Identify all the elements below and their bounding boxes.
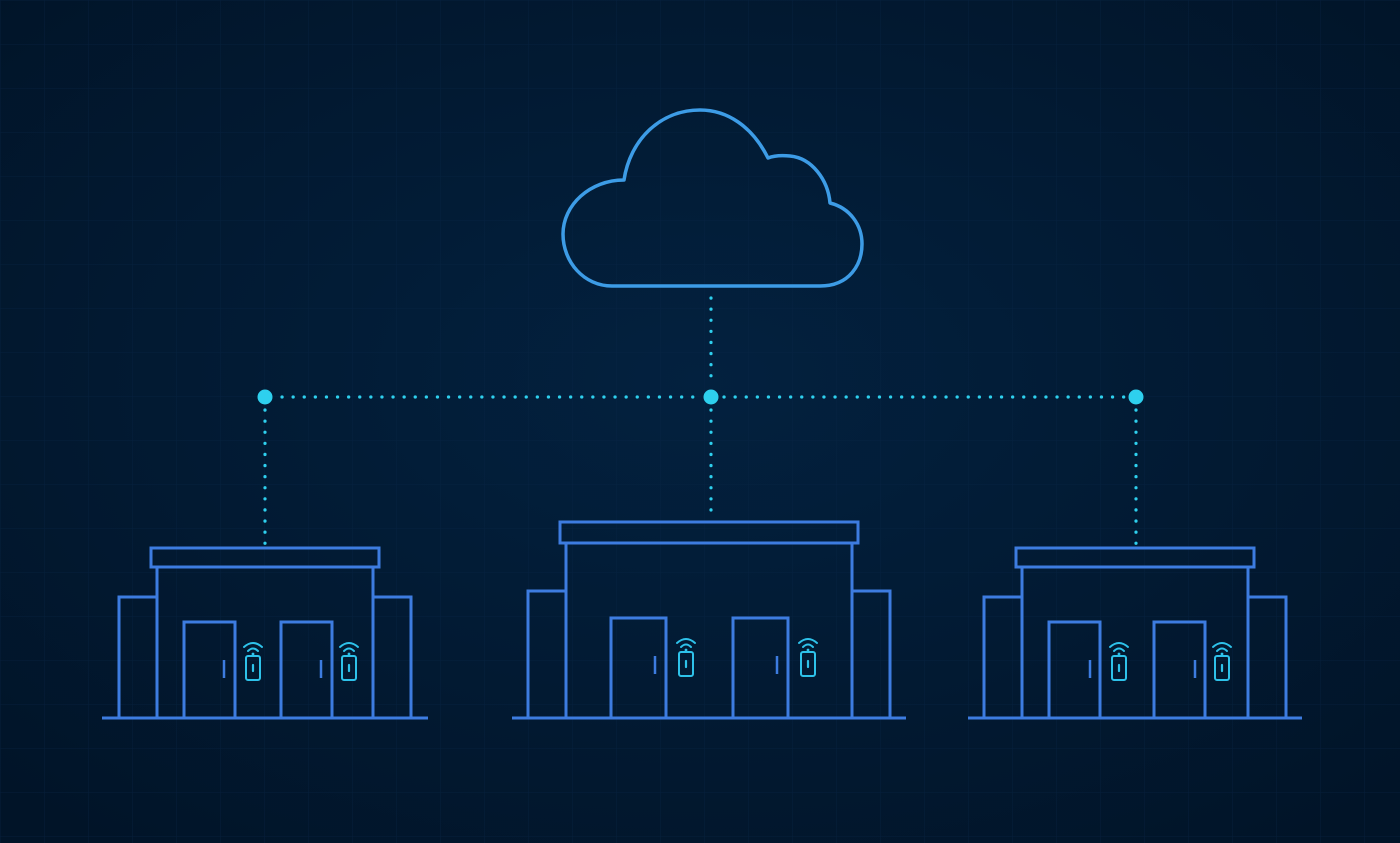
buildings-group bbox=[102, 520, 1302, 720]
wifi-arc-outer bbox=[676, 638, 696, 644]
smart-lock-wifi-icon bbox=[676, 638, 696, 677]
wing-right bbox=[852, 589, 892, 718]
wing-right bbox=[373, 595, 413, 718]
smart-lock-wifi-icon bbox=[339, 642, 359, 681]
door bbox=[182, 620, 237, 718]
wifi-arc-outer bbox=[243, 642, 263, 648]
door bbox=[279, 620, 334, 718]
wifi-dot bbox=[1220, 652, 1224, 656]
wifi-arc-outer bbox=[1212, 642, 1232, 648]
smart-lock-wifi-icon bbox=[1109, 642, 1129, 681]
cloud-icon bbox=[561, 108, 864, 288]
node-right bbox=[1128, 389, 1144, 405]
wing-left bbox=[117, 595, 157, 718]
smart-lock-wifi-icon bbox=[243, 642, 263, 681]
wifi-arc-outer bbox=[339, 642, 359, 648]
connector-lines bbox=[263, 296, 1138, 548]
lock-body bbox=[341, 655, 357, 681]
node-hub bbox=[703, 389, 719, 405]
wifi-arc-inner bbox=[802, 643, 814, 648]
building-body bbox=[155, 565, 375, 718]
door bbox=[1152, 620, 1207, 718]
door bbox=[1047, 620, 1102, 718]
lock-body bbox=[800, 651, 816, 677]
lock-body bbox=[245, 655, 261, 681]
wifi-arc-inner bbox=[1113, 647, 1125, 652]
lock-body bbox=[1214, 655, 1230, 681]
building-left bbox=[102, 546, 428, 720]
smart-lock-wifi-icon bbox=[798, 638, 818, 677]
wifi-dot bbox=[251, 652, 255, 656]
wing-left bbox=[982, 595, 1022, 718]
wifi-arc-outer bbox=[798, 638, 818, 644]
wifi-dot bbox=[684, 648, 688, 652]
wing-left bbox=[526, 589, 566, 718]
smart-lock-wifi-icon bbox=[1212, 642, 1232, 681]
wifi-dot bbox=[1117, 652, 1121, 656]
wifi-arc-outer bbox=[1109, 642, 1129, 648]
lock-body bbox=[678, 651, 694, 677]
node-left bbox=[257, 389, 273, 405]
wifi-arc-inner bbox=[680, 643, 692, 648]
building-center bbox=[512, 520, 906, 720]
building-body bbox=[1020, 565, 1250, 718]
wifi-dot bbox=[806, 648, 810, 652]
wifi-arc-inner bbox=[343, 647, 355, 652]
door bbox=[731, 616, 790, 718]
wifi-arc-inner bbox=[247, 647, 259, 652]
building-body bbox=[564, 541, 854, 718]
lock-body bbox=[1111, 655, 1127, 681]
wifi-arc-inner bbox=[1216, 647, 1228, 652]
door bbox=[609, 616, 668, 718]
wing-right bbox=[1248, 595, 1288, 718]
building-right bbox=[968, 546, 1302, 720]
wifi-dot bbox=[347, 652, 351, 656]
